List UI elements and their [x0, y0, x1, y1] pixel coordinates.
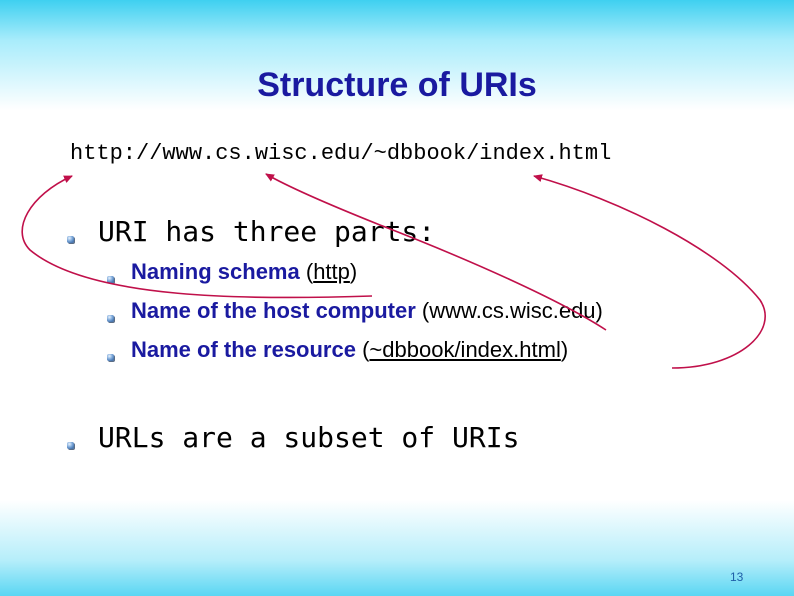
arrow-host [265, 173, 607, 331]
arrow-resource [533, 174, 766, 369]
paren-close: ) [349, 259, 358, 284]
bullet-icon [107, 353, 114, 361]
sub-bullet-item: Name of the resource (~dbbook/index.html… [107, 337, 568, 363]
sub-bullet-item: Naming schema (http) [107, 259, 357, 285]
arrow-scheme [21, 175, 373, 299]
bullet-text: URLs are a subset of URIs [98, 421, 520, 454]
sub-bullet-detail: www.cs.wisc.edu [429, 298, 596, 323]
bullet-icon [67, 442, 74, 449]
bullet-text: URI has three parts: [98, 215, 436, 248]
sub-bullet-bold: Naming schema [131, 259, 300, 284]
paren-open: ( [415, 298, 430, 323]
paren-close: ) [595, 298, 603, 323]
sub-bullet-bold: Name of the host computer [131, 298, 416, 323]
slide-title: Structure of URIs [257, 66, 537, 104]
bullet-icon [107, 314, 114, 322]
page-number: 13 [730, 570, 744, 584]
paren-open: ( [299, 259, 314, 284]
paren-open: ( [355, 337, 370, 362]
bullet-icon [107, 275, 114, 283]
sub-bullet-item: Name of the host computer (www.cs.wisc.e… [107, 298, 603, 324]
sub-bullet-bold: Name of the resource [131, 337, 356, 362]
paren-close: ) [560, 337, 569, 362]
bullet-item: URLs are a subset of URIs [67, 421, 519, 454]
sub-bullet-detail: http [313, 259, 350, 284]
bullet-icon [67, 236, 74, 243]
sub-bullet-detail: ~dbbook/index.html [369, 337, 561, 362]
bullet-item: URI has three parts: [67, 215, 435, 248]
example-url: http://www.cs.wisc.edu/~dbbook/index.htm… [70, 141, 612, 166]
